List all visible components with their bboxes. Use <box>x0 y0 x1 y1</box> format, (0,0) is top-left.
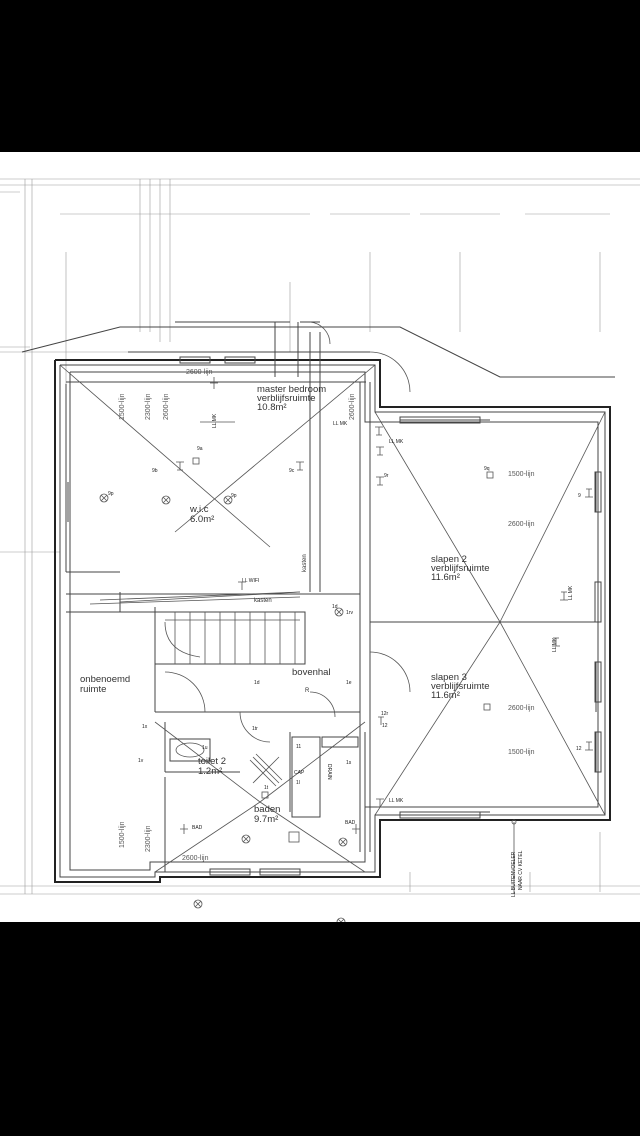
bad-label-1: BAD <box>192 825 203 831</box>
baden-label: baden <box>254 804 280 815</box>
code-1tr: 1tr <box>252 726 258 732</box>
line-labels: 2600-lijn 1500-lijn 2300-lijn 2600-lijn … <box>119 369 535 862</box>
code-1rv: 1rv <box>346 610 353 616</box>
lijn-1500-left: 1500-lijn <box>119 393 126 420</box>
code-1x: 1x <box>142 724 148 730</box>
lamp-icon <box>193 899 203 909</box>
wic-area: 6.0m² <box>190 514 214 525</box>
code-9q: 9q <box>484 466 490 472</box>
cap-label: CAP <box>294 770 305 776</box>
lamp-icon <box>338 837 348 847</box>
partitions <box>65 321 600 872</box>
toilet2-label: toilet 2 <box>198 756 226 767</box>
connection-points <box>192 457 494 843</box>
code-9r: 9r <box>384 473 389 479</box>
code-9c: 9c <box>289 468 295 474</box>
lamp-icon <box>99 493 109 503</box>
reference-lines <box>0 178 640 895</box>
master-bedroom-type: verblijfsruimte <box>257 393 316 404</box>
lijn-2600-s2: 2600-lijn <box>508 521 535 528</box>
code-1e: 1e <box>346 680 352 686</box>
symbol-codes: 9a 9b 9c 9p 9p 9q 9r 9 1d 1d 1e 1s 1x 1u… <box>108 446 582 791</box>
socket-symbols <box>176 377 593 894</box>
ll-buiten-label-2: NAAR CV KETEL <box>518 850 524 890</box>
code-1u: 1u <box>202 745 208 751</box>
lijn-2600-left: 2600-lijn <box>163 393 170 420</box>
lamp-icon <box>223 495 233 505</box>
wic-label-shown: w.i.c <box>189 504 209 515</box>
lamp-icon <box>161 495 171 505</box>
lijn-2300-bl: 2300-lijn <box>145 825 152 852</box>
heater-symbol <box>249 753 283 787</box>
code-12: 12 <box>382 723 388 729</box>
window-marks <box>179 356 602 876</box>
code-9p-2: 9p <box>231 493 237 499</box>
roof-diagonals <box>59 364 606 873</box>
onbenoemd-label: onbenoemd <box>80 674 130 685</box>
code-1l: 1l <box>296 780 300 786</box>
lijn-1500-s3: 1500-lijn <box>508 749 535 756</box>
slapen2-label: slapen 2 <box>431 554 467 565</box>
slapen3-label: slapen 3 <box>431 672 467 683</box>
lijn-2600-bottom: 2600-lijn <box>182 855 209 862</box>
lijn-2600-top: 2600-lijn <box>186 369 213 376</box>
drain-label: DRAIN <box>326 764 332 780</box>
code-11: 11 <box>296 744 301 750</box>
code-1v: 1v <box>138 758 144 764</box>
misc-labels: kasten kasten LL WIFI LL MK LL MK LL MK … <box>192 413 574 897</box>
onbenoemd-sub: ruimte <box>80 684 106 695</box>
slapen3-type: verblijfsruimte <box>431 681 490 692</box>
ll-mk-bath-label: LL MK <box>389 798 404 804</box>
bad-label-2: BAD <box>345 820 356 826</box>
master-bedroom-label: master bedroom <box>257 384 326 395</box>
kasten-vertical: kasten <box>302 554 308 572</box>
doors <box>164 321 411 743</box>
ll-mk-top-label: LL MK <box>212 413 218 428</box>
ll-mk-right-label: LL MK <box>568 585 574 600</box>
lijn-1500-s2: 1500-lijn <box>508 471 535 478</box>
code-1d-2: 1d <box>254 680 260 686</box>
code-9: 9 <box>578 493 581 499</box>
floor-plan: master bedroom verblijfsruimte 10.8m² w.… <box>0 178 640 927</box>
walls <box>21 326 615 883</box>
kasten-horizontal: kasten <box>254 598 272 604</box>
code-12b: 12 <box>576 746 582 752</box>
slapen2-type: verblijfsruimte <box>431 563 490 574</box>
floor-plan-canvas: master bedroom verblijfsruimte 10.8m² w.… <box>0 152 640 927</box>
code-1s: 1s <box>346 760 352 766</box>
ll-mk-s2b-label: LL MK <box>389 439 404 445</box>
bovenhal-label: bovenhal <box>292 667 331 678</box>
slapen3-area: 11.6m² <box>431 690 460 701</box>
ll-wifi-label: LL WIFI <box>242 578 259 584</box>
code-1t: 1t <box>264 785 269 791</box>
sanitary <box>169 736 359 818</box>
lijn-2600-master-right: 2600-lijn <box>349 393 356 420</box>
ll-mk-s2a-label: LL MK <box>333 421 348 427</box>
room-labels: master bedroom verblijfsruimte 10.8m² w.… <box>80 384 490 825</box>
lijn-2600-s3: 2600-lijn <box>508 705 535 712</box>
code-1d: 1d <box>332 604 338 610</box>
code-9a: 9a <box>197 446 203 452</box>
toilet2-area: 1.2m² <box>198 766 222 777</box>
lamp-icon <box>336 917 346 927</box>
lijn-2300-left: 2300-lijn <box>145 393 152 420</box>
code-12r: 12r <box>381 711 389 717</box>
lamp-icon <box>241 834 251 844</box>
code-9b: 9b <box>152 468 158 474</box>
baden-area: 9.7m² <box>254 814 278 825</box>
staircase <box>89 591 306 665</box>
lijn-1500-bl: 1500-lijn <box>119 821 126 848</box>
r-label: R <box>305 688 310 694</box>
ll-mk-s3-label: LL MK <box>552 637 558 652</box>
lamp-icon <box>334 607 344 617</box>
slapen2-area: 11.6m² <box>431 572 460 583</box>
code-9p-1: 9p <box>108 491 114 497</box>
master-bedroom-area: 10.8m² <box>257 402 287 413</box>
